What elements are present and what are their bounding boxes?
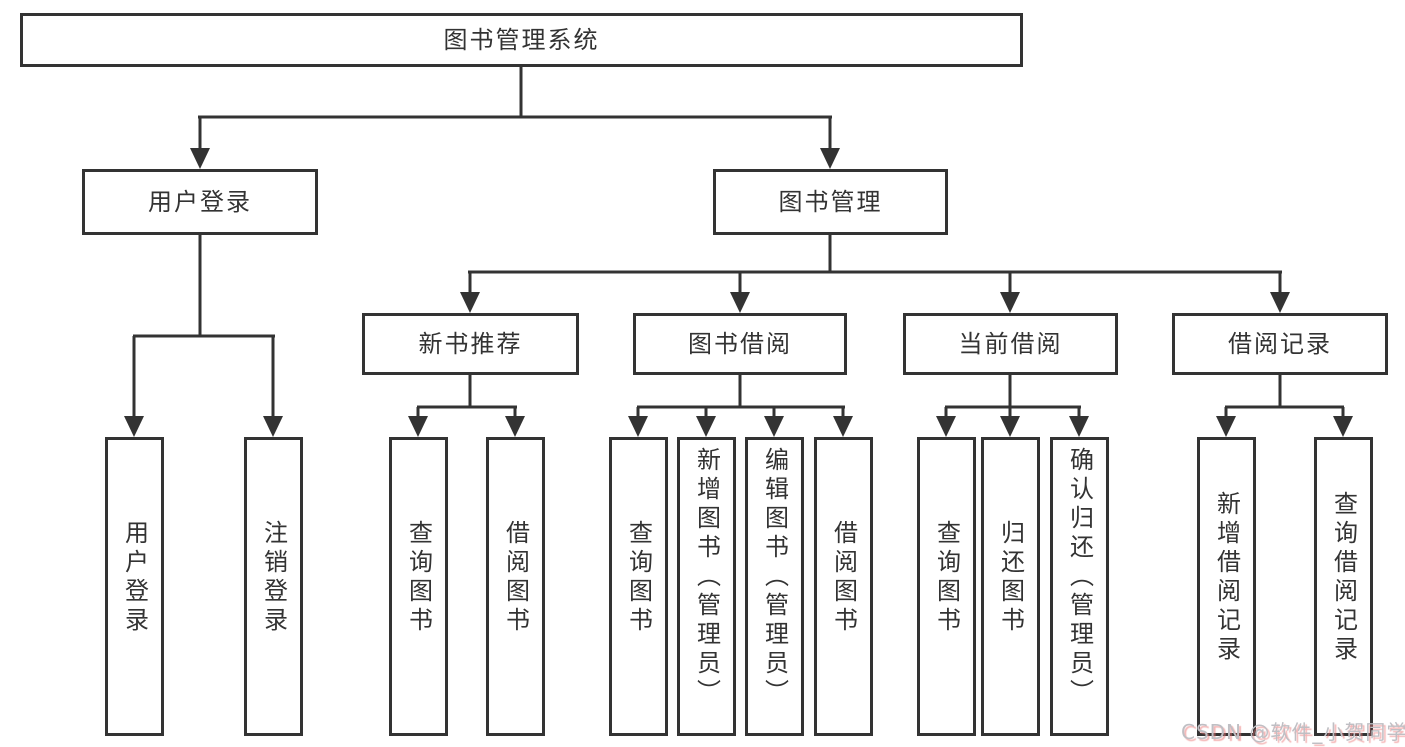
arrow-down-icon bbox=[124, 416, 144, 437]
node-label: 编辑图书（管理员） bbox=[760, 447, 789, 708]
arrow-down-icon bbox=[764, 416, 784, 437]
node-label: 借阅记录 bbox=[1228, 330, 1332, 358]
watermark: CSDN @软件_小贺同学 bbox=[1181, 720, 1405, 744]
connector-book-management-to-level3 bbox=[460, 235, 1290, 313]
node-label: 图书管理系统 bbox=[443, 26, 600, 54]
leaf-user-login: 用户登录 bbox=[105, 437, 164, 736]
node-borrow-records: 借阅记录 bbox=[1172, 313, 1388, 375]
arrow-down-icon bbox=[936, 416, 956, 437]
arrow-down-icon bbox=[833, 416, 853, 437]
connector-root-to-level2 bbox=[190, 67, 840, 169]
leaf-query-books-current: 查询图书 bbox=[917, 437, 976, 736]
leaf-query-borrow-record: 查询借阅记录 bbox=[1314, 437, 1373, 736]
node-label: 新增图书（管理员） bbox=[692, 447, 721, 708]
node-label: 查询图书 bbox=[624, 519, 653, 636]
arrow-down-icon bbox=[190, 148, 210, 169]
arrow-down-icon bbox=[460, 292, 480, 313]
leaf-add-book-admin: 新增图书（管理员） bbox=[677, 437, 736, 736]
node-library-system: 图书管理系统 bbox=[20, 13, 1023, 67]
node-label: 归还图书 bbox=[996, 519, 1025, 636]
arrow-down-icon bbox=[505, 416, 525, 437]
arrow-down-icon bbox=[1216, 416, 1236, 437]
node-label: 图书借阅 bbox=[688, 330, 792, 358]
connector-user-login-to-leaves bbox=[124, 235, 283, 437]
node-label: 借阅图书 bbox=[829, 519, 858, 636]
node-user-login: 用户登录 bbox=[82, 169, 318, 235]
arrow-down-icon bbox=[696, 416, 716, 437]
node-new-book-recommend: 新书推荐 bbox=[362, 313, 579, 375]
node-label: 借阅图书 bbox=[501, 519, 530, 636]
arrow-down-icon bbox=[263, 416, 283, 437]
node-label: 当前借阅 bbox=[958, 330, 1063, 358]
leaf-add-borrow-record: 新增借阅记录 bbox=[1197, 437, 1256, 736]
arrow-down-icon bbox=[1000, 292, 1020, 313]
node-label: 新增借阅记录 bbox=[1212, 490, 1241, 665]
leaf-logout: 注销登录 bbox=[244, 437, 303, 736]
leaf-borrow-books: 借阅图书 bbox=[814, 437, 873, 736]
arrow-down-icon bbox=[1270, 292, 1290, 313]
node-label: 查询图书 bbox=[932, 519, 961, 636]
node-label: 确认归还（管理员） bbox=[1065, 447, 1094, 708]
node-label: 图书管理 bbox=[778, 188, 883, 216]
arrow-down-icon bbox=[1333, 416, 1353, 437]
connector-current-borrow-to-leaves bbox=[936, 375, 1089, 437]
connector-book-borrow-to-leaves bbox=[628, 375, 853, 437]
arrow-down-icon bbox=[1069, 416, 1089, 437]
arrow-down-icon bbox=[730, 292, 750, 313]
node-label: 查询图书 bbox=[404, 519, 433, 636]
leaf-confirm-return-admin: 确认归还（管理员） bbox=[1050, 437, 1109, 736]
node-label: 新书推荐 bbox=[418, 330, 523, 358]
node-book-borrow: 图书借阅 bbox=[633, 313, 847, 375]
node-label: 用户登录 bbox=[120, 519, 149, 636]
leaf-return-book: 归还图书 bbox=[981, 437, 1040, 736]
leaf-query-books-borrow: 查询图书 bbox=[609, 437, 668, 736]
arrow-down-icon bbox=[820, 148, 840, 169]
node-book-management: 图书管理 bbox=[713, 169, 948, 235]
connector-new-book-recommend-to-leaves bbox=[408, 375, 525, 437]
node-current-borrow: 当前借阅 bbox=[903, 313, 1118, 375]
arrow-down-icon bbox=[628, 416, 648, 437]
node-label: 注销登录 bbox=[259, 519, 288, 636]
leaf-query-books-recommend: 查询图书 bbox=[389, 437, 448, 736]
arrow-down-icon bbox=[1000, 416, 1020, 437]
connector-borrow-records-to-leaves bbox=[1216, 375, 1353, 437]
arrow-down-icon bbox=[408, 416, 428, 437]
leaf-edit-book-admin: 编辑图书（管理员） bbox=[745, 437, 804, 736]
node-label: 用户登录 bbox=[148, 188, 252, 216]
leaf-borrow-books-recommend: 借阅图书 bbox=[486, 437, 545, 736]
node-label: 查询借阅记录 bbox=[1329, 490, 1358, 665]
